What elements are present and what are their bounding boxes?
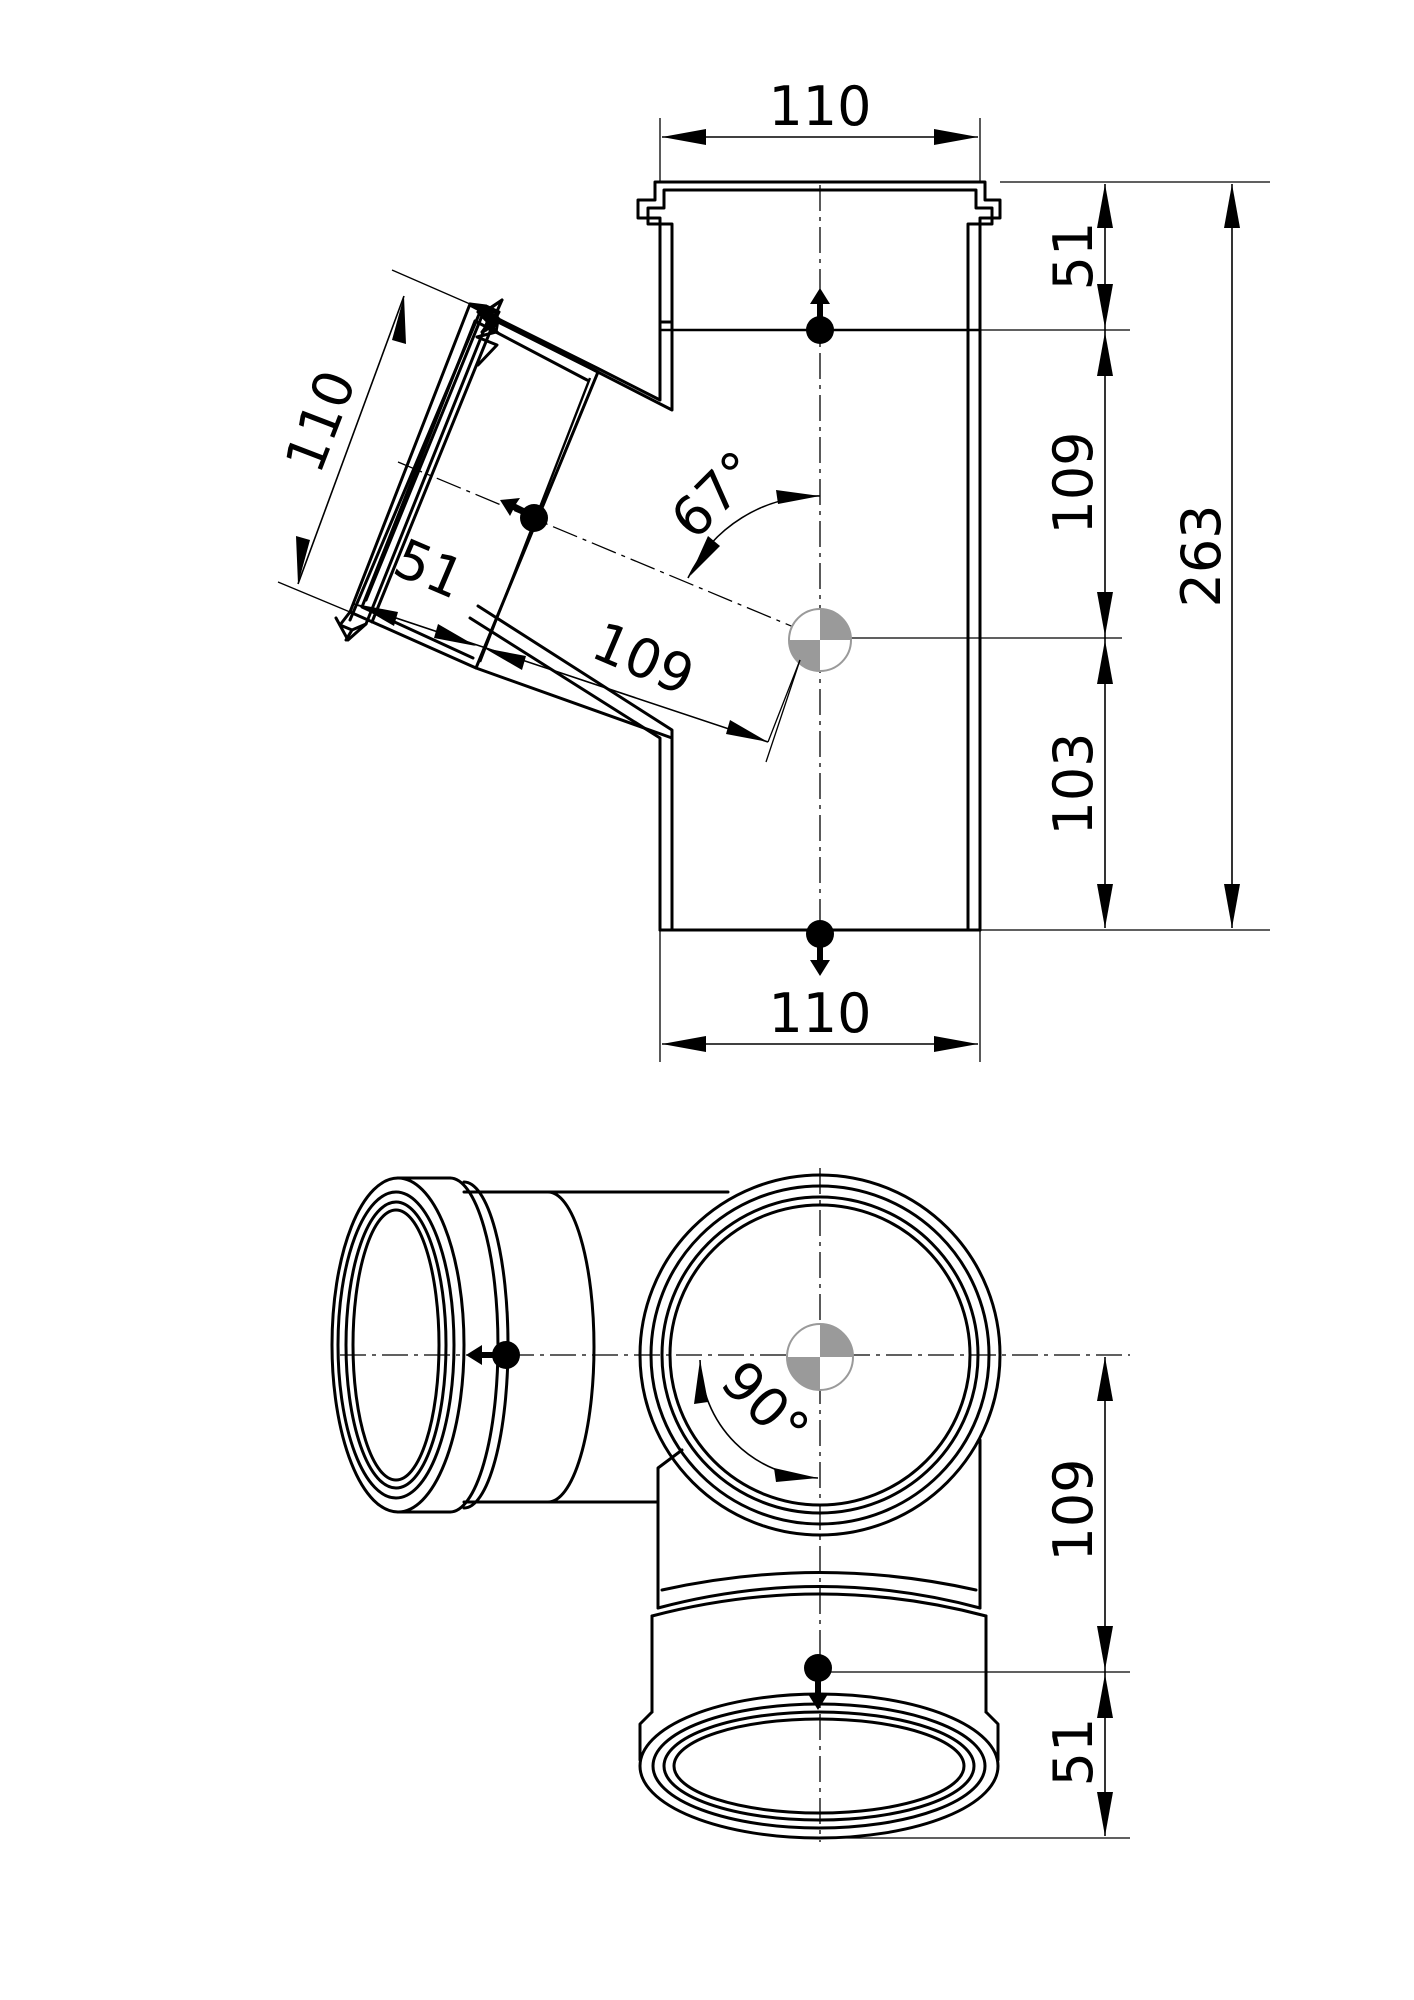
main-pipe-outline xyxy=(468,303,982,932)
dim-top-to-center-label: 109 xyxy=(1042,431,1105,534)
dim-bottom-width: 110 xyxy=(659,930,981,1062)
dim-plan-center-to-socket-label: 109 xyxy=(1042,1458,1105,1561)
dim-center-to-bottom-label: 103 xyxy=(1042,732,1105,835)
elevation-centerlines xyxy=(397,185,1122,938)
dim-branch-angle-label: 67° xyxy=(659,439,771,551)
dim-branch-angle: 67° xyxy=(659,439,821,579)
dim-plan-vertical: 109 51 xyxy=(1042,1357,1113,1836)
dim-top-width-label: 110 xyxy=(768,75,871,138)
center-marker xyxy=(788,608,852,672)
plan-insertion-markers xyxy=(466,1341,832,1710)
dim-overall-height-label: 263 xyxy=(1170,504,1233,607)
dim-plan-socket-depth-label: 51 xyxy=(1042,1718,1105,1787)
insertion-markers xyxy=(500,288,834,976)
dim-branch-to-center-label: 109 xyxy=(583,610,703,708)
elevation-view: 110 110 51 109 103 xyxy=(273,75,1270,1062)
dim-bottom-width-label: 110 xyxy=(768,982,871,1045)
dim-socket-depth-label: 51 xyxy=(1042,222,1105,291)
dim-branch-width-label: 110 xyxy=(273,362,369,481)
dim-top-width: 110 xyxy=(659,75,981,182)
plan-side-socket xyxy=(330,1176,730,1514)
plan-bottom-socket xyxy=(638,1438,1000,1840)
plan-view: 90° 109 51 xyxy=(330,1168,1130,1842)
dim-vertical-chain: 51 109 103 263 xyxy=(980,181,1270,931)
plan-center-marker xyxy=(786,1323,854,1391)
